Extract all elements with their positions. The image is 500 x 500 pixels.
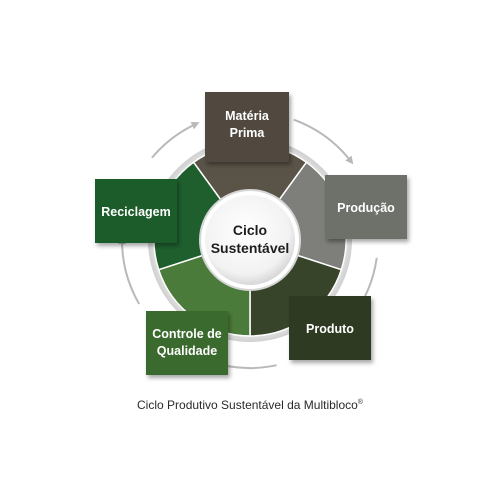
stage-box-bg [205, 92, 289, 162]
stage-box-produto [289, 296, 371, 360]
stage-label-reciclagem: Reciclagem [101, 205, 170, 219]
caption: Ciclo Produtivo Sustentável da Multibloc… [0, 398, 500, 412]
center-circle [205, 195, 295, 285]
stage-label-producao: Produção [337, 201, 395, 215]
stage-box-reciclagem [95, 179, 177, 243]
center-label-line2: Sustentável [211, 240, 290, 256]
connector-arrows [118, 118, 378, 369]
stage-box-bg [146, 311, 228, 375]
stage-label-controle-line1: Controle de [152, 327, 221, 341]
registered-mark: ® [357, 399, 363, 406]
stage-box-producao [325, 175, 407, 239]
stage-label-materia-prima-line2: Prima [230, 126, 266, 140]
stage-label-controle-line2: Qualidade [157, 344, 217, 358]
stage-box-bg [289, 296, 371, 360]
caption-text: Ciclo Produtivo Sustentável da Multibloc… [137, 398, 358, 412]
cycle-arrow-5 [118, 236, 141, 305]
stage-box-controle-de-qualidade [146, 311, 228, 375]
stage-label-materia-prima-line1: Matéria [225, 109, 270, 123]
stage-label-produto: Produto [306, 322, 354, 336]
center-label-line1: Ciclo [233, 222, 267, 238]
stage-box-bg [95, 179, 177, 243]
cycle-arrow-1 [151, 122, 200, 159]
cycle-arrow-2 [293, 118, 354, 165]
stage-box-bg [325, 175, 407, 239]
stage-box-materia-prima [205, 92, 289, 162]
